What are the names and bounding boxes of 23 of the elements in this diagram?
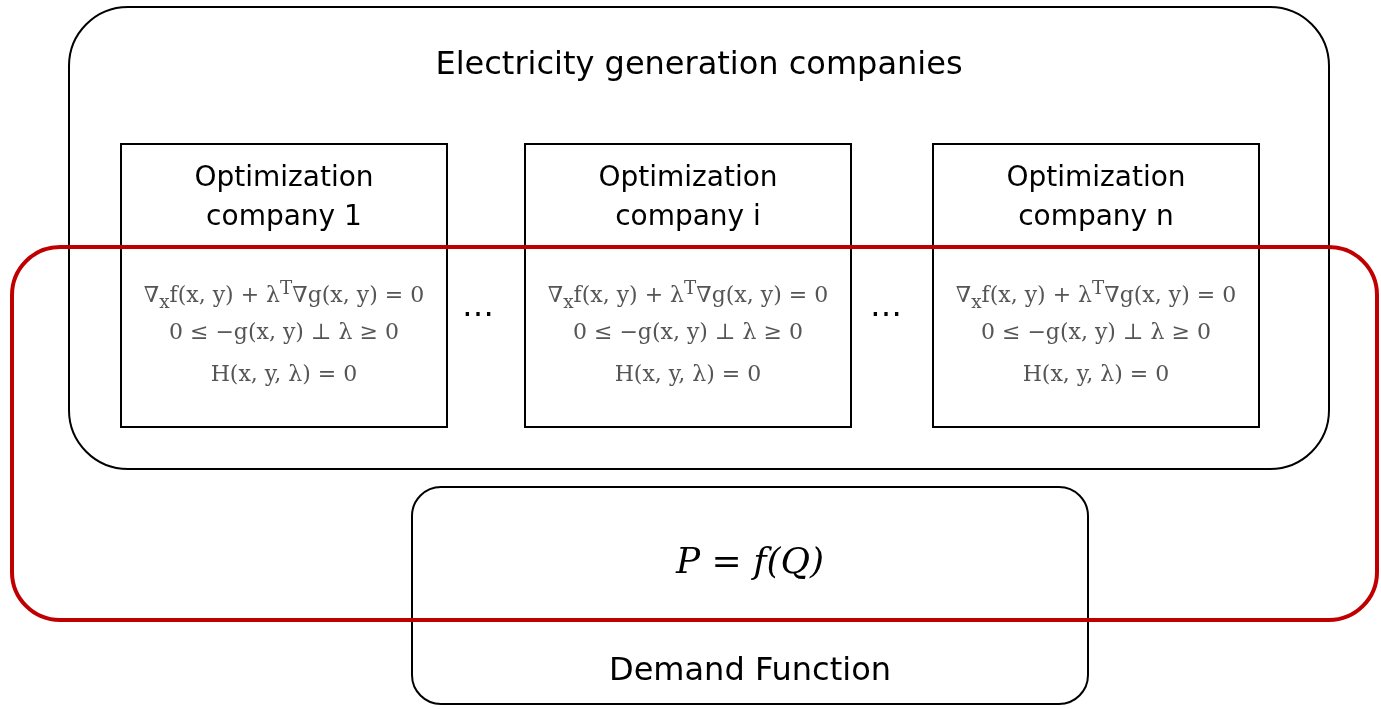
function-box: [411, 486, 1089, 705]
box-title: Optimization company 1: [193, 159, 375, 235]
formula: H(x, y, λ) = 0: [613, 361, 763, 386]
formula: 0 ≤ −g(x, y) ⊥ λ ≥ 0: [980, 319, 1212, 344]
box-label: Demand Function: [608, 650, 892, 688]
formula: P = f(Q): [674, 540, 826, 581]
formula: ∇$_{x}$f(x, y) + λ$^{T}$∇g(x, y) = 0: [546, 277, 830, 312]
formula: 0 ≤ −g(x, y) ⊥ λ ≥ 0: [572, 319, 804, 344]
formula: H(x, y, λ) = 0: [1021, 361, 1171, 386]
company-box: [524, 143, 852, 428]
formula: ∇$_{x}$f(x, y) + λ$^{T}$∇g(x, y) = 0: [954, 277, 1238, 312]
formula: ∇$_{x}$f(x, y) + λ$^{T}$∇g(x, y) = 0: [142, 277, 426, 312]
formula: 0 ≤ −g(x, y) ⊥ λ ≥ 0: [168, 319, 400, 344]
box-title: Optimization company i: [597, 159, 779, 235]
company-box: [932, 143, 1260, 428]
company-box: [120, 143, 448, 428]
group-title: Electricity generation companies: [434, 44, 964, 82]
box-title: Optimization company n: [1005, 159, 1187, 235]
grouping-outline: [10, 245, 1379, 622]
formula: H(x, y, λ) = 0: [209, 361, 359, 386]
ellipsis: …: [870, 286, 902, 324]
group-panel: [68, 6, 1330, 470]
ellipsis: …: [462, 286, 494, 324]
